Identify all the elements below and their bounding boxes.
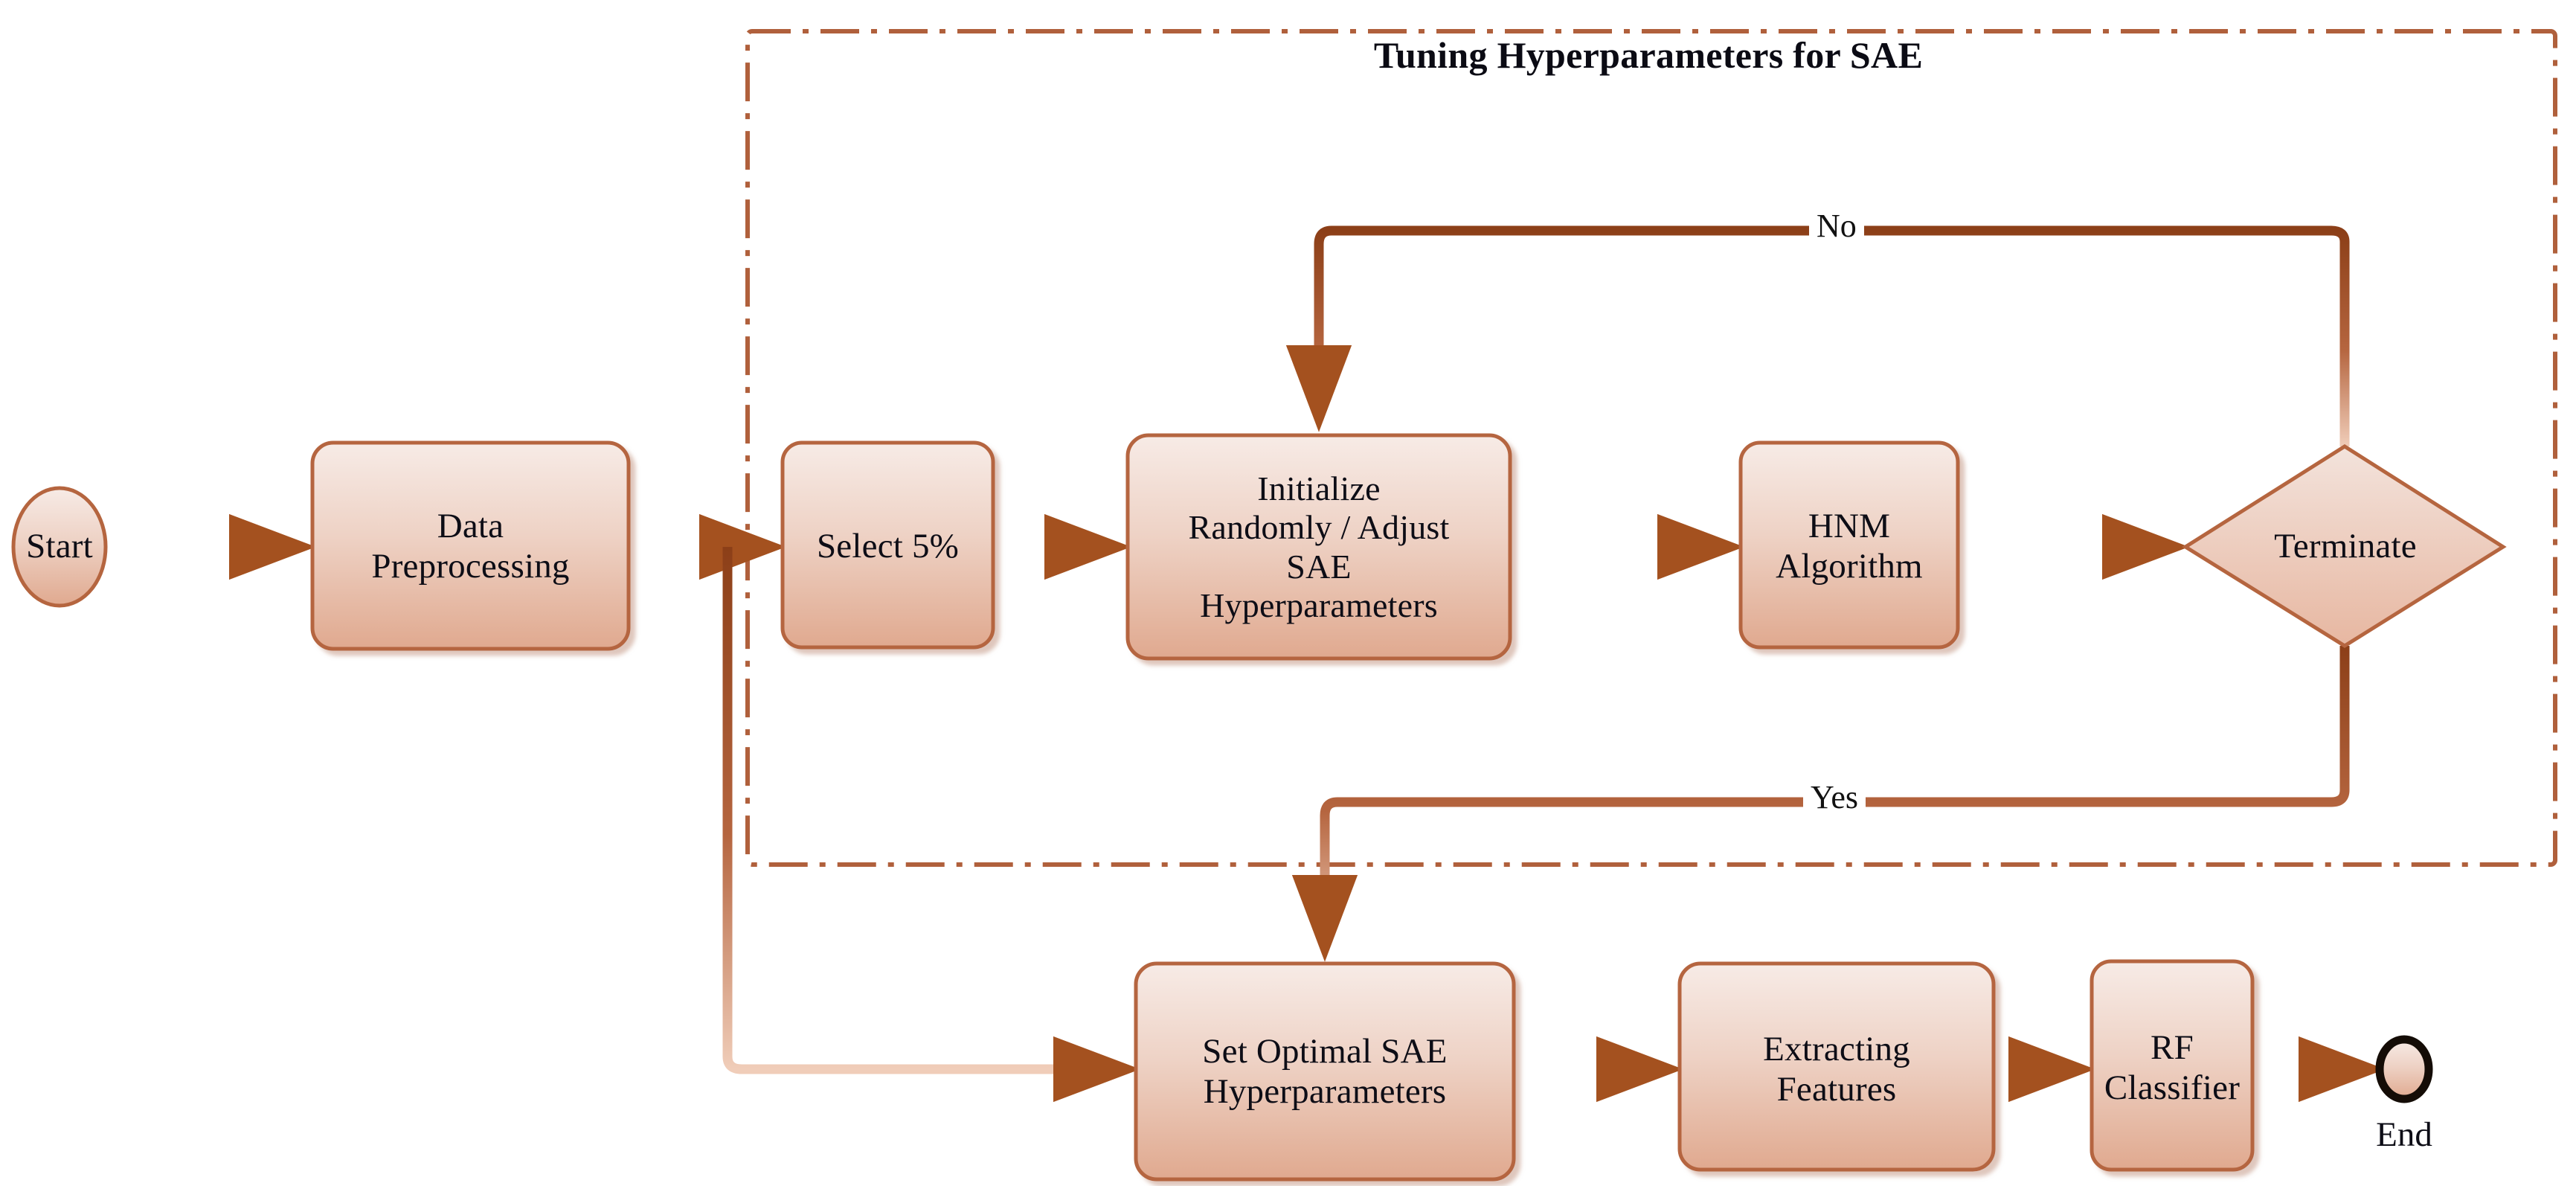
node-extracting-features[interactable]	[1677, 961, 1996, 1172]
node-initialize-sae-hyperparameters[interactable]	[1125, 433, 1512, 661]
node-start[interactable]	[11, 486, 108, 608]
node-set-optimal-sae-hyperparameters[interactable]	[1134, 961, 1516, 1182]
edge-label-no: No	[1809, 210, 1864, 243]
group-box-tuning-hyperparameters	[745, 29, 2557, 867]
node-label-end: End	[2376, 1115, 2432, 1154]
node-rf-classifier[interactable]	[2090, 959, 2255, 1172]
group-title: Tuning Hyperparameters for SAE	[1373, 34, 1924, 76]
node-select-5-percent[interactable]	[780, 440, 995, 650]
node-data-preprocessing[interactable]	[310, 440, 631, 651]
node-end[interactable]	[2375, 1035, 2433, 1103]
node-terminate-decision[interactable]	[2182, 444, 2507, 648]
node-hnm-algorithm[interactable]	[1738, 440, 1960, 650]
edge-terminate-no-to-initialize	[1285, 225, 2350, 446]
node-layer	[11, 433, 2507, 1182]
edge-preprocess-to-setoptimal	[722, 547, 1140, 1103]
edge-label-yes: Yes	[1803, 781, 1866, 814]
